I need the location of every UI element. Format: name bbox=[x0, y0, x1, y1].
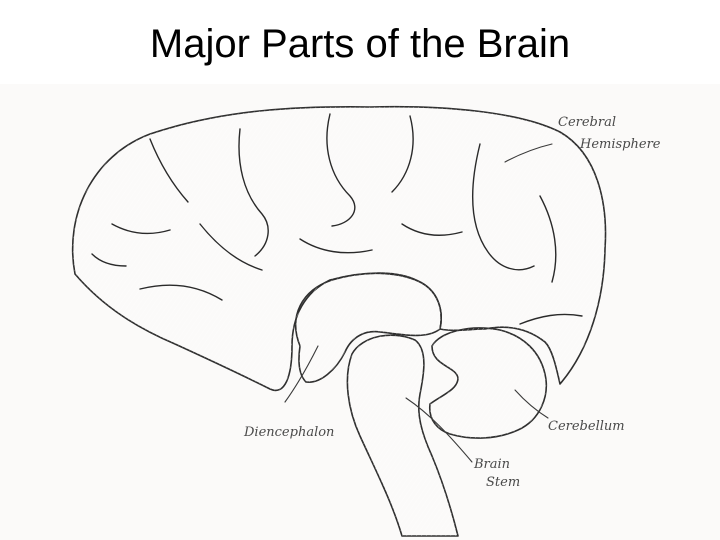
page-title: Major Parts of the Brain bbox=[0, 22, 720, 67]
brain-diagram: Cerebral Hemisphere Diencephalon Cerebel… bbox=[0, 84, 720, 540]
label-cerebellum: Cerebellum bbox=[548, 419, 625, 434]
label-diencephalon: Diencephalon bbox=[243, 425, 334, 440]
label-brain-stem-line1: Brain bbox=[473, 457, 510, 472]
label-brain-stem-line2: Stem bbox=[486, 475, 520, 490]
label-cerebral-line2: Hemisphere bbox=[579, 137, 661, 152]
label-cerebral-line1: Cerebral bbox=[558, 115, 616, 130]
